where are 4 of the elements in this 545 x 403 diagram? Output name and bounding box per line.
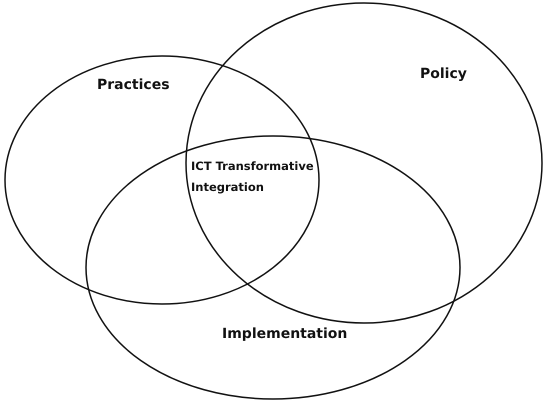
set-label: Practices (97, 77, 170, 93)
intersection-label: ICT Transformative Integration (191, 158, 315, 196)
set-label: Implementation (222, 326, 348, 342)
set-label: Policy (420, 66, 467, 82)
